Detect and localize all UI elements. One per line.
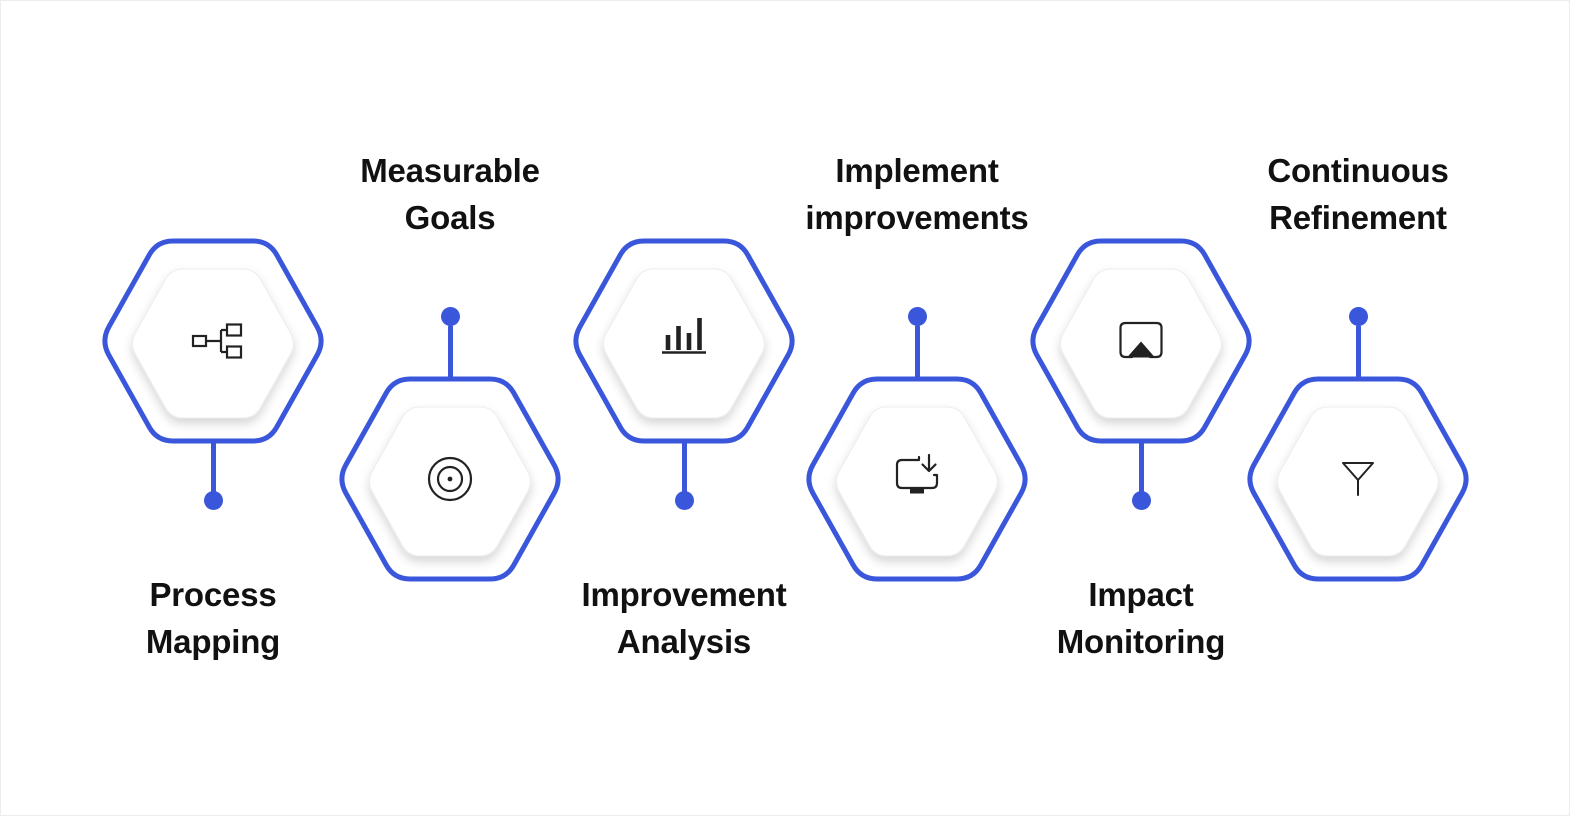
step-label: Continuous Refinement [1208,147,1508,241]
step-label-line: Goals [404,199,496,236]
hexagon-process-mapping [97,237,329,445]
connector-line [210,437,216,501]
step-label-line: Measurable [360,152,540,189]
step-implement-improvements: Implement improvements [801,1,1033,816]
hexagon-improvement-analysis [568,237,800,445]
step-label-line: improvements [805,199,1029,236]
step-label-line: Improvement [581,576,787,613]
flowchart-icon [191,323,243,359]
hexagon-implement-improvements [801,375,1033,583]
connector-dot [907,307,927,326]
target-icon [427,456,473,502]
step-label: Measurable Goals [300,147,600,241]
airplay-icon [1119,321,1163,359]
connector-dot [1131,491,1151,510]
step-label-line: Implement [835,152,999,189]
step-process-mapping: Process Mapping [97,1,329,815]
step-label-line: Impact [1088,576,1194,613]
step-measurable-goals: Measurable Goals [334,1,566,816]
connector-line [914,325,920,381]
connector-dot [1348,307,1368,326]
connector-line [447,325,453,381]
connector-line [1355,325,1361,381]
step-label-line: Mapping [145,623,281,660]
funnel-icon [1342,462,1374,496]
monitor-download-icon [895,453,939,494]
connector-dot [440,307,460,326]
hexagon-continuous-refinement [1242,375,1474,583]
step-continuous-refinement: Continuous Refinement [1242,1,1474,816]
bar-chart-icon [662,318,706,354]
step-label: Implement improvements [767,147,1067,241]
connector-dot [203,491,223,510]
step-label-line: Monitoring [1056,623,1226,660]
hexagon-impact-monitoring [1025,237,1257,445]
step-label: Improvement Analysis [534,571,834,665]
connector-line [1138,437,1144,501]
step-label: Impact Monitoring [991,571,1291,665]
step-label-line: Process [149,576,277,613]
step-label: Process Mapping [63,571,363,665]
step-impact-monitoring: Impact Monitoring [1025,1,1257,815]
step-label-line: Refinement [1269,199,1447,236]
connector-line [681,437,687,501]
connector-dot [674,491,694,510]
hexagon-measurable-goals [334,375,566,583]
step-improvement-analysis: Improvement Analysis [568,1,800,815]
step-label-line: Analysis [616,623,752,660]
step-label-line: Continuous [1267,152,1449,189]
